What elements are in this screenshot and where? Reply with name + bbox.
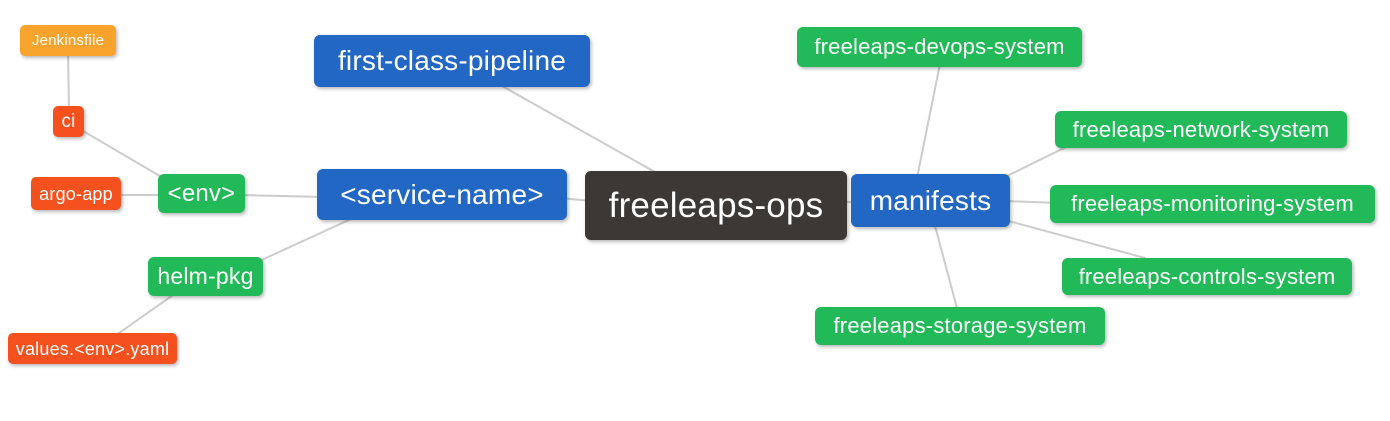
edge-fcp-freeleaps-ops — [494, 81, 663, 177]
node-network-system[interactable]: freeleaps-network-system — [1055, 111, 1347, 148]
edge-ci-env — [77, 127, 171, 183]
node-monitoring-system[interactable]: freeleaps-monitoring-system — [1050, 185, 1375, 223]
node-jenkinsfile[interactable]: Jenkinsfile — [20, 25, 116, 56]
node-helm-pkg[interactable]: helm-pkg — [148, 257, 263, 296]
edge-manifests-storage — [933, 221, 959, 313]
node-storage-system[interactable]: freeleaps-storage-system — [815, 307, 1105, 345]
edge-service-helm-pkg — [254, 213, 363, 264]
edge-manifests-controls — [1004, 219, 1146, 259]
edge-env-service-name — [239, 194, 326, 198]
node-ci[interactable]: ci — [53, 106, 84, 137]
node-first-class-pipeline[interactable]: first-class-pipeline — [314, 35, 590, 87]
node-devops-system[interactable]: freeleaps-devops-system — [797, 27, 1082, 67]
node-freeleaps-ops-root[interactable]: freeleaps-ops — [585, 171, 847, 240]
edge-manifests-devops — [916, 63, 941, 179]
node-argo-app[interactable]: argo-app — [31, 177, 121, 210]
node-controls-system[interactable]: freeleaps-controls-system — [1062, 258, 1352, 295]
node-manifests[interactable]: manifests — [851, 174, 1010, 227]
node-service-name[interactable]: <service-name> — [317, 169, 567, 220]
edge-jenkinsfile-ci — [67, 49, 70, 113]
edge-manifests-monitoring — [1004, 200, 1059, 204]
edge-manifests-network — [1004, 146, 1067, 178]
node-values-env-yaml[interactable]: values.<env>.yaml — [8, 333, 177, 364]
node-env[interactable]: <env> — [158, 174, 245, 213]
edge-helm-pkg-values — [111, 289, 181, 339]
